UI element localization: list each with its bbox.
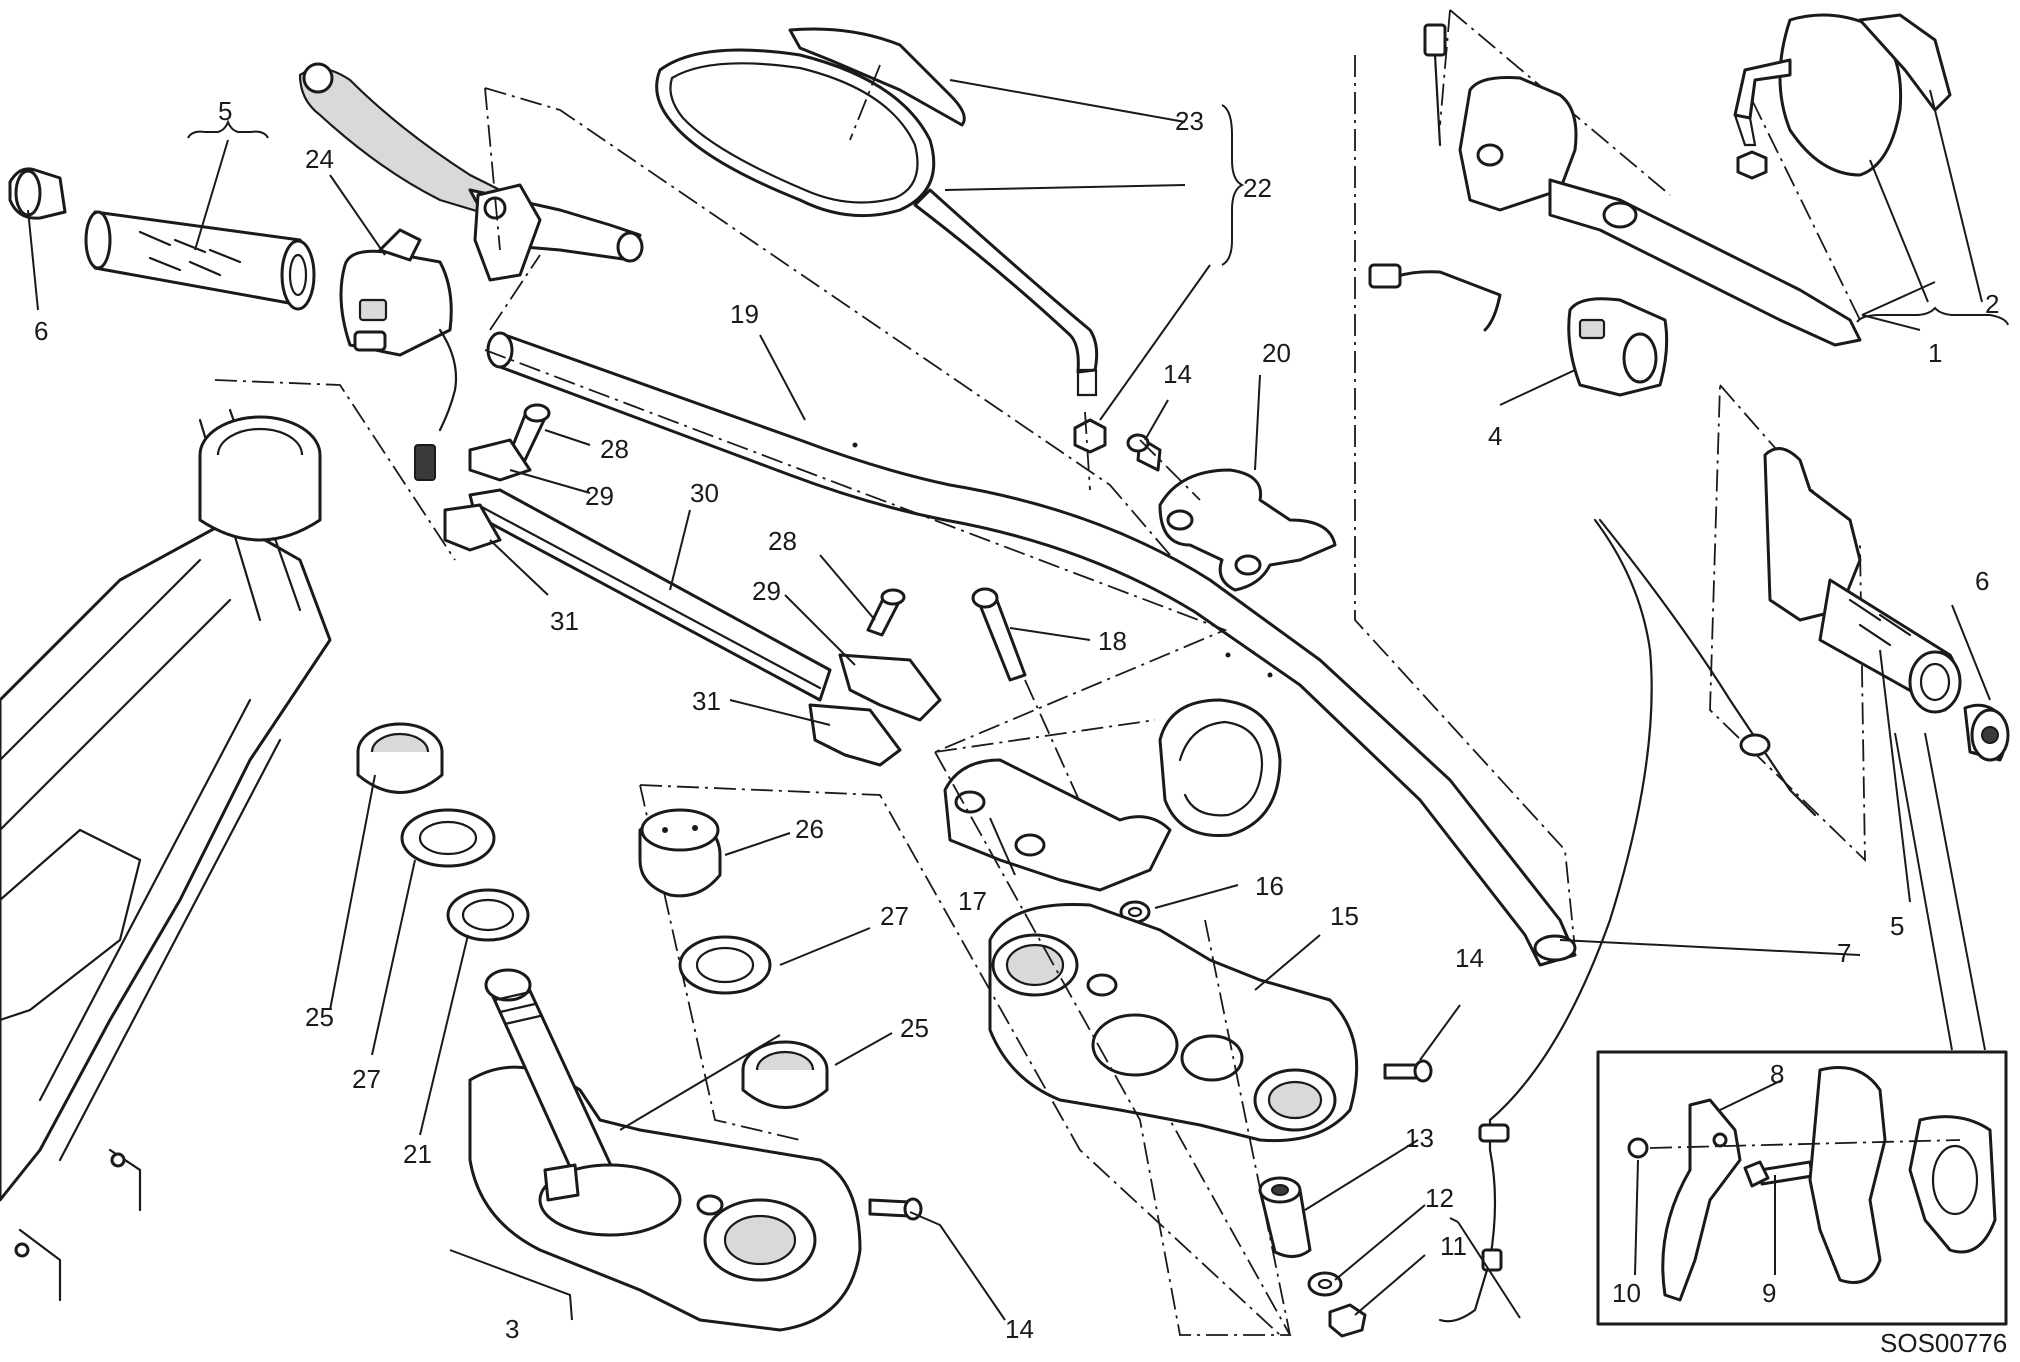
seal-27-left [400, 808, 496, 868]
label-16: 16 [1255, 871, 1284, 901]
clutch-lever [298, 62, 644, 282]
label-9: 9 [1762, 1278, 1776, 1308]
mirror-axis-line [849, 64, 1091, 491]
label-12: 12 [1425, 1183, 1454, 1213]
label-5-left: 5 [218, 96, 232, 126]
label-13: 13 [1405, 1123, 1434, 1153]
inset-bolt-9 [1743, 1160, 1814, 1188]
label-3: 3 [505, 1314, 519, 1344]
label-27-left: 27 [352, 1064, 381, 1094]
bolt-14-upper-clamp [1383, 1059, 1433, 1083]
label-4: 4 [1488, 421, 1502, 451]
label-26: 26 [795, 814, 824, 844]
upper-clamp-axis-line [934, 719, 1292, 1336]
label-14-upper-clamp: 14 [1455, 943, 1484, 973]
label-7: 7 [1837, 938, 1851, 968]
bolt-18 [971, 587, 1027, 682]
brake-master-cylinder [1423, 23, 1862, 347]
bearing-25-center [741, 1040, 829, 1109]
label-28-lower: 28 [768, 526, 797, 556]
clutch-axis-line [484, 87, 1231, 626]
bolt-28-lower [866, 588, 906, 637]
inset-axis-line [1649, 1139, 1961, 1149]
callout-labels: 5 6 24 23 22 19 14 20 28 29 30 31 28 29 … [34, 96, 2007, 1358]
inset-switch-body [1808, 1066, 1997, 1284]
label-6-left: 6 [34, 316, 48, 346]
label-31-lower: 31 [692, 686, 721, 716]
frame-axis-line [214, 379, 456, 561]
inset-bracket-8 [1661, 1098, 1742, 1302]
seal-27-center [678, 935, 772, 995]
mirror-nut [1073, 418, 1107, 454]
label-8: 8 [1770, 1059, 1784, 1089]
label-18: 18 [1098, 626, 1127, 656]
label-1: 1 [1928, 338, 1942, 368]
label-31-upper: 31 [550, 606, 579, 636]
right-mirror-axis-line [1751, 99, 1861, 321]
left-switch-24 [339, 228, 458, 481]
bearing-set-axis-line [639, 784, 1281, 1336]
bearing-25-left [356, 722, 444, 794]
label-14-lower-clamp: 14 [1005, 1314, 1034, 1344]
steering-stem-3 [468, 968, 862, 1332]
clamp-half-31-lower [808, 703, 902, 767]
label-22: 22 [1243, 173, 1272, 203]
label-10: 10 [1612, 1278, 1641, 1308]
left-mirror-22 [655, 48, 1099, 397]
label-29-upper: 29 [585, 481, 614, 511]
handlebar-axis-line [484, 349, 1228, 753]
label-6-right: 6 [1975, 566, 1989, 596]
clamp-half-29-upper [468, 438, 532, 482]
handlebar-clamp-20 [1158, 468, 1337, 592]
left-grip-5 [84, 210, 316, 311]
label-28-upper: 28 [600, 434, 629, 464]
clamp-half-31-upper [443, 503, 502, 552]
leader-lines [27, 79, 2009, 1321]
clamp-half-29-lower [838, 653, 942, 722]
label-2: 2 [1985, 289, 1999, 319]
label-19: 19 [730, 299, 759, 329]
label-20: 20 [1262, 338, 1291, 368]
throttle-grip-5-right [1763, 447, 1962, 714]
label-11: 11 [1440, 1231, 1467, 1261]
bushing-13 [1258, 1176, 1312, 1258]
bar-end-6-right [1963, 703, 2010, 762]
brake-axis-line [1354, 9, 1671, 951]
inset-screw-10 [1627, 1137, 1649, 1159]
left-bar-end-6 [8, 167, 67, 220]
drawing-code: SOS00776 [1880, 1328, 2007, 1358]
washer-12 [1307, 1271, 1343, 1297]
label-27-center: 27 [880, 901, 909, 931]
frame-headstock [0, 408, 332, 1302]
label-29-lower: 29 [752, 576, 781, 606]
instrument-bracket-17 [943, 698, 1282, 892]
throttle-cable-7 [1438, 518, 1817, 1323]
label-25-left: 25 [305, 1002, 334, 1032]
label-23: 23 [1175, 106, 1204, 136]
label-30: 30 [690, 478, 719, 508]
label-5-right: 5 [1890, 911, 1904, 941]
label-14-clamp: 14 [1163, 359, 1192, 389]
bolt-14-lower-clamp [868, 1197, 923, 1221]
right-switch-4 [1368, 263, 1669, 397]
label-21: 21 [403, 1139, 432, 1169]
mirror-cover-23 [788, 27, 966, 127]
label-17: 17 [958, 886, 987, 916]
label-24: 24 [305, 144, 334, 174]
upper-triple-clamp-15 [988, 902, 1359, 1143]
label-15: 15 [1330, 901, 1359, 931]
adjuster-nut-26 [638, 808, 722, 898]
clamp-axis-line [1139, 439, 1201, 501]
ring-21 [446, 888, 530, 942]
clamp-bolt-14 [1126, 433, 1162, 472]
right-mirror [1733, 13, 1952, 180]
label-25-center: 25 [900, 1013, 929, 1043]
